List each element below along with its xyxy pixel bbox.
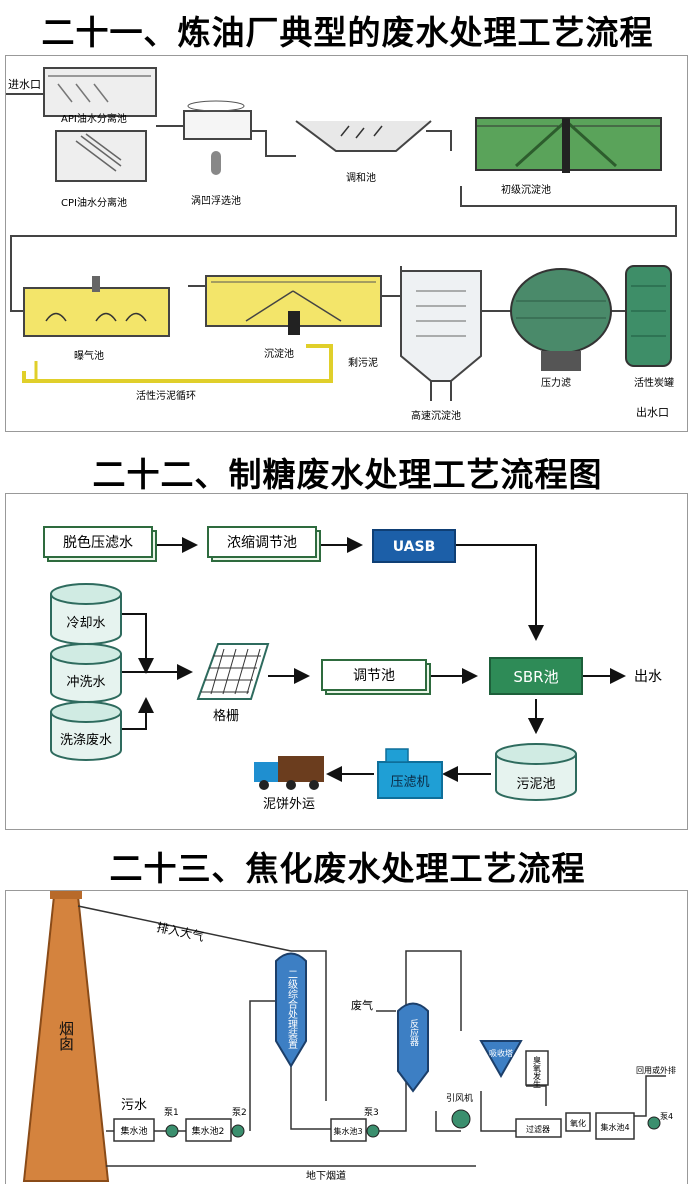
text-pump2: 泵2 (232, 1107, 247, 1118)
box-uasb: UASB (372, 529, 456, 563)
coking-diagram: 烟囱 排入大气 集水池 污水 泵1 集水池2 泵2 二级综合处理装置 (5, 890, 688, 1184)
text-effluent: 出水 (634, 669, 662, 685)
label-inlet: 进水口 (8, 78, 41, 91)
label-aeration: 曝气池 (74, 349, 104, 362)
text-fan: 引风机 (446, 1092, 473, 1104)
primary-settler (475, 117, 662, 173)
coking-flow-svg: 烟囱 排入大气 集水池 污水 泵1 集水池2 泵2 二级综合处理装置 (22, 891, 676, 1182)
refinery-diagram: 进水口 API油水分离池 CPI油水分离池 涡凹浮选池 调和池 初级沉淀池 曝气… (5, 55, 688, 432)
label-outlet: 出水口 (636, 405, 669, 419)
text-sludgepool: 污泥池 (516, 777, 555, 792)
text-concentrate: 浓缩调节池 (227, 535, 297, 551)
label-highsettle: 高速沉淀池 (411, 409, 461, 422)
label-cpi: CPI油水分离池 (61, 196, 127, 209)
pit-3: 集水池3 (330, 1118, 367, 1142)
pump-1 (165, 1124, 179, 1138)
refinery-flow-svg: 进水口 API油水分离池 CPI油水分离池 涡凹浮选池 调和池 初级沉淀池 曝气… (6, 67, 677, 422)
clarifier (205, 275, 382, 335)
tank-cleaning: 洗涤废水 (50, 701, 122, 761)
text-sbr: SBR池 (513, 668, 558, 686)
text-adjust: 调节池 (353, 668, 395, 684)
treatment-device: 二级综合处理装置 (275, 952, 307, 1068)
box-sbr: SBR池 (489, 657, 583, 695)
ozone-box: 臭氧发生 (525, 1050, 549, 1088)
label-api: API油水分离池 (61, 112, 127, 125)
label-equalization: 调和池 (346, 171, 376, 184)
filter-box: 过滤器 (515, 1118, 562, 1138)
text-filterpress: 压滤机 (390, 775, 429, 790)
sugar-flow-svg: 脱色压滤水 浓缩调节池 UASB 冷却水 冲洗水 洗涤废水 格栅 调节池 (43, 526, 662, 812)
text-cake: 泥饼外运 (263, 797, 315, 812)
carbon-tank (625, 265, 672, 367)
chimney (22, 891, 110, 1182)
text-pool2: 集水池2 (192, 1125, 225, 1137)
tank-sludgepool: 污泥池 (495, 743, 577, 801)
pump-3 (366, 1124, 380, 1138)
truck-icon (254, 756, 324, 790)
box-decolor: 脱色压滤水 (43, 526, 157, 562)
section-title-refinery: 二十一、炼油厂典型的废水处理工艺流程 (41, 13, 654, 52)
text-washing: 冲洗水 (66, 675, 105, 690)
text-ozone: 臭氧发生 (533, 1055, 542, 1088)
text-exhaust: 废气 (351, 998, 373, 1012)
label-clarifier: 沉淀池 (264, 347, 294, 360)
reactor: 反应器 (397, 1002, 429, 1093)
absorption-tower: 吸收塔 (479, 1040, 523, 1079)
pit-2: 集水池2 (185, 1118, 232, 1142)
text-pump1: 泵1 (164, 1107, 179, 1118)
text-pool4: 集水池4 (600, 1122, 629, 1132)
text-tower: 吸收塔 (489, 1048, 513, 1058)
text-decolor: 脱色压滤水 (63, 534, 133, 551)
text-uasb: UASB (393, 539, 436, 555)
high-rate-settler (400, 270, 482, 401)
label-primary: 初级沉淀池 (501, 183, 551, 196)
text-wastewater: 污水 (121, 1098, 147, 1113)
section-title-coking: 二十三、焦化废水处理工艺流程 (109, 849, 586, 888)
text-pump4: 泵4 (660, 1112, 673, 1121)
text-pit: 集水池 (120, 1125, 147, 1137)
pump-2 (231, 1124, 245, 1138)
text-chimney: 烟囱 (57, 1021, 75, 1051)
text-atmosphere: 排入大气 (155, 919, 205, 944)
grid-screen: 格栅 (196, 643, 270, 724)
text-filter: 过滤器 (526, 1124, 550, 1134)
label-carbon: 活性炭罐 (634, 376, 674, 389)
text-cooling: 冷却水 (66, 616, 105, 631)
text-grid: 格栅 (213, 708, 239, 724)
text-device: 二级综合处理装置 (286, 969, 298, 1049)
label-recycle: 活性污泥循环 (136, 389, 196, 402)
api-separator (43, 67, 157, 117)
text-flue: 地下烟道 (306, 1169, 346, 1182)
fan (451, 1109, 471, 1129)
label-flotation: 涡凹浮选池 (191, 194, 241, 207)
flotation-tank (183, 100, 252, 175)
box-concentrate: 浓缩调节池 (207, 526, 321, 562)
text-oxid: 氧化 (570, 1118, 586, 1128)
oxidation-box: 氧化 (565, 1112, 591, 1132)
text-pump3: 泵3 (364, 1107, 379, 1118)
tank-washing: 冲洗水 (50, 643, 122, 703)
pit-4: 集水池4 (595, 1112, 635, 1140)
pressure-filter (510, 268, 612, 371)
filterpress-machine: 压滤机 (377, 748, 443, 799)
cpi-separator (55, 130, 147, 182)
section-title-sugar: 二十二、制糖废水处理工艺流程图 (92, 455, 603, 494)
pump-4 (647, 1116, 661, 1130)
text-cleaning: 洗涤废水 (60, 732, 112, 748)
sugar-diagram: 脱色压滤水 浓缩调节池 UASB 冷却水 冲洗水 洗涤废水 格栅 调节池 (5, 493, 688, 830)
label-pressure: 压力滤 (541, 376, 571, 389)
tank-cooling: 冷却水 (50, 583, 122, 645)
text-reuse: 回用或外排 (636, 1065, 676, 1075)
text-pool3: 集水池3 (333, 1126, 362, 1136)
equalization-pit (295, 120, 432, 152)
label-sludge: 剩污泥 (348, 356, 378, 369)
text-reactor: 反应器 (408, 1019, 419, 1046)
pit-1: 集水池 (113, 1118, 155, 1142)
box-adjust: 调节池 (321, 659, 431, 695)
aeration-tank (23, 276, 170, 337)
